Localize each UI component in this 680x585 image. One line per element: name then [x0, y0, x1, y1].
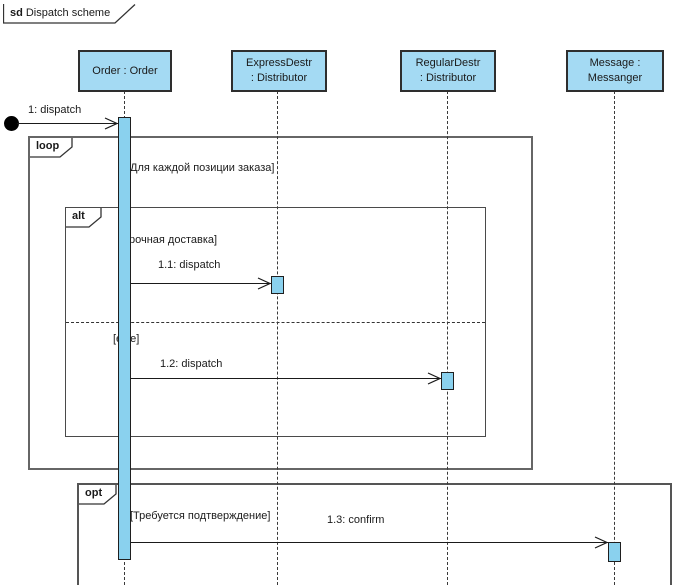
activation-express-destr[interactable]: [271, 276, 284, 294]
lifeline-head-order[interactable]: Order : Order: [78, 50, 172, 92]
lifeline-label-line1: Message :: [589, 57, 641, 69]
lifeline-head-express-destr[interactable]: ExpressDestr : Distributor: [231, 50, 327, 92]
frame-title-text: Dispatch scheme: [25, 7, 111, 19]
lifeline-label: Order : Order: [92, 64, 158, 77]
lifeline-head-regular-destr[interactable]: RegularDestr : Distributor: [400, 50, 496, 92]
initial-node[interactable]: [4, 116, 19, 131]
message-1-label: 1: dispatch: [28, 104, 82, 116]
fragment-opt[interactable]: opt [Требуется подтверждение]: [77, 483, 672, 585]
lifeline-label-line2: Messanger: [587, 72, 643, 84]
activation-order[interactable]: [118, 117, 131, 560]
fragment-loop-tag: loop: [30, 138, 73, 158]
message-1-1-line[interactable]: [131, 283, 271, 284]
activation-regular-destr[interactable]: [441, 372, 454, 390]
lifeline-label-line1: ExpressDestr: [245, 57, 313, 69]
loop-keyword-label: loop: [36, 140, 60, 152]
frame-keyword: sd: [10, 7, 23, 19]
activation-message[interactable]: [608, 542, 621, 562]
message-1-1-arrowhead-icon: [257, 277, 272, 290]
message-1-2-line[interactable]: [131, 378, 441, 379]
message-1-2-label: 1.2: dispatch: [160, 358, 223, 370]
message-1-2-arrowhead-icon: [427, 372, 442, 385]
lifeline-label-line2: : Distributor: [419, 72, 477, 84]
alt-operand-divider: [66, 322, 485, 323]
fragment-loop[interactable]: loop [Для каждой позиции заказа]: [28, 136, 533, 470]
message-1-3-arrowhead-icon: [594, 536, 609, 549]
message-1-1-label: 1.1: dispatch: [158, 259, 221, 271]
fragment-opt-tag: opt: [79, 485, 117, 505]
fragment-alt-tag: alt: [66, 208, 102, 228]
alt-guard-label: [Срочная доставка]: [118, 234, 218, 246]
alt-keyword-label: alt: [72, 210, 85, 222]
message-1-3-line[interactable]: [131, 542, 608, 543]
opt-keyword-label: opt: [85, 487, 103, 499]
lifeline-line-message[interactable]: [614, 91, 615, 585]
lifeline-head-message[interactable]: Message : Messanger: [566, 50, 664, 92]
lifeline-line-express-destr[interactable]: [277, 91, 278, 585]
message-1-arrowhead-icon: [104, 117, 119, 130]
lifeline-label-line2: : Distributor: [250, 72, 308, 84]
message-1-3-label: 1.3: confirm: [327, 514, 385, 526]
lifeline-label-line1: RegularDestr: [415, 57, 481, 69]
opt-guard-label: [Требуется подтверждение]: [130, 510, 271, 522]
message-1-line[interactable]: [17, 123, 118, 124]
lifeline-line-regular-destr[interactable]: [447, 91, 448, 585]
frame-tag-outline: [2, 4, 136, 24]
loop-guard-label: [Для каждой позиции заказа]: [127, 162, 275, 174]
